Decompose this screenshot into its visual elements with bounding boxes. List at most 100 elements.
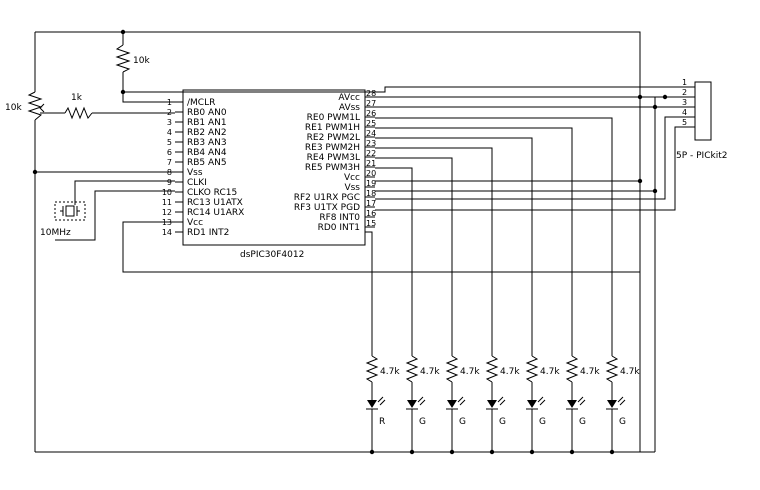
led-stage: 4.7kG bbox=[405, 352, 440, 455]
led-symbol bbox=[367, 400, 377, 408]
pot-label: 10k bbox=[5, 103, 22, 113]
chip-pin-number: 15 bbox=[366, 219, 376, 228]
led-resistor-label: 4.7k bbox=[420, 367, 440, 377]
chip-pin-number: 16 bbox=[366, 209, 376, 218]
chip-pin-label: RD1 INT2 bbox=[187, 228, 229, 238]
led-resistor-label: 4.7k bbox=[460, 367, 480, 377]
led-color-label: G bbox=[499, 417, 506, 427]
connector-pin-number: 5 bbox=[682, 118, 687, 127]
chip-pin-number: 27 bbox=[366, 99, 376, 108]
chip-pin-number: 6 bbox=[167, 148, 172, 157]
chip-pin-label: RD0 INT1 bbox=[318, 223, 360, 233]
led-resistor-label: 4.7k bbox=[580, 367, 600, 377]
chip-pin-label: RB2 AN2 bbox=[187, 128, 227, 138]
chip-pin-number: 24 bbox=[366, 129, 376, 138]
chip-pin-label: RF2 U1RX PGC bbox=[294, 193, 360, 203]
connector-pin-number: 3 bbox=[682, 98, 687, 107]
chip-pin-label: AVcc bbox=[338, 93, 360, 103]
chip-pin-number: 26 bbox=[366, 109, 376, 118]
chip-pin-label: Vss bbox=[187, 168, 203, 178]
wires bbox=[27, 31, 712, 453]
chip-pin-number: 14 bbox=[162, 228, 172, 237]
led-color-label: G bbox=[619, 417, 626, 427]
chip-pin-label: /MCLR bbox=[187, 98, 215, 108]
chip-pin-label: RE3 PWM2H bbox=[305, 143, 360, 153]
led-color-label: G bbox=[579, 417, 586, 427]
chip-pin-label: Vcc bbox=[344, 173, 360, 183]
led-color-label: G bbox=[459, 417, 466, 427]
series-resistor-label: 1k bbox=[71, 93, 83, 103]
chip-pin-label: RB5 AN5 bbox=[187, 158, 227, 168]
connector-pin-number: 2 bbox=[682, 88, 687, 97]
chip-pin-number: 25 bbox=[366, 119, 376, 128]
chip-pin-number: 7 bbox=[167, 158, 172, 167]
resistor-symbol bbox=[365, 355, 379, 383]
chip-pin-label: RB0 AN0 bbox=[187, 108, 227, 118]
led-resistor-label: 4.7k bbox=[620, 367, 640, 377]
resistor-symbol bbox=[525, 355, 539, 383]
chip-pin-label: RE4 PWM3L bbox=[307, 153, 360, 163]
chip-pin-number: 18 bbox=[366, 189, 376, 198]
led-symbol bbox=[407, 400, 417, 408]
chip-pin-label: RC14 U1ARX bbox=[187, 208, 244, 218]
led-stage: 4.7kR bbox=[365, 352, 400, 455]
chip-pin-label: CLKI bbox=[187, 178, 207, 188]
chip-pin-label: RE2 PWM2L bbox=[307, 133, 360, 143]
chip-pin-number: 3 bbox=[167, 118, 172, 127]
chip-pin-label: RE0 PWM1L bbox=[307, 113, 360, 123]
chip-pin-label: CLKO RC15 bbox=[187, 188, 237, 198]
chip-pin-number: 19 bbox=[366, 179, 376, 188]
chip-pin-number: 28 bbox=[366, 89, 376, 98]
led-resistor-label: 4.7k bbox=[540, 367, 560, 377]
connector-pin-number: 4 bbox=[682, 108, 687, 117]
chip-pin-number: 4 bbox=[167, 128, 172, 137]
chip-pin-label: Vcc bbox=[187, 218, 203, 228]
resistor-symbol bbox=[445, 355, 459, 383]
led-color-label: G bbox=[539, 417, 546, 427]
chip-right-pins: 28 AVcc 27 AVss 26 RE0 PWM1L 25 RE1 PWM1H 24 RE2 … bbox=[294, 89, 376, 233]
chip-pin-number: 9 bbox=[167, 178, 172, 187]
led-symbol bbox=[487, 400, 497, 408]
chip-pin-label: RE1 PWM1H bbox=[305, 123, 360, 133]
led-color-label: R bbox=[379, 417, 385, 427]
led-resistor-label: 4.7k bbox=[500, 367, 520, 377]
chip-pin-number: 17 bbox=[366, 199, 376, 208]
chip-pin-number: 23 bbox=[366, 139, 376, 148]
led-stage: 4.7kG bbox=[525, 352, 560, 455]
chip-pin-number: 5 bbox=[167, 138, 172, 147]
led-stage: 4.7kG bbox=[445, 352, 480, 455]
chip-pin-number: 11 bbox=[162, 198, 172, 207]
crystal-label: 10MHz bbox=[40, 228, 71, 238]
led-symbol bbox=[607, 400, 617, 408]
resistor-symbol bbox=[565, 355, 579, 383]
led-stage: 4.7kG bbox=[605, 352, 640, 455]
chip-pin-label: AVss bbox=[339, 103, 360, 113]
chip-pin-label: RF8 INT0 bbox=[319, 213, 360, 223]
junction-dots bbox=[32, 29, 668, 194]
pullup-resistor-label: 10k bbox=[133, 56, 150, 66]
chip-pin-number: 21 bbox=[366, 159, 376, 168]
chip-pin-number: 12 bbox=[162, 208, 172, 217]
led-stage: 4.7kG bbox=[565, 352, 600, 455]
chip-pin-number: 22 bbox=[366, 149, 376, 158]
chip-pin-number: 20 bbox=[366, 169, 376, 178]
led-color-label: G bbox=[419, 417, 426, 427]
chip-pin-label: RC13 U1ATX bbox=[187, 198, 243, 208]
chip-pin-label: Vss bbox=[344, 183, 360, 193]
connector-pin-number: 1 bbox=[682, 78, 687, 87]
led-stage: 4.7kG bbox=[485, 352, 520, 455]
led-symbol bbox=[567, 400, 577, 408]
connector-label: 5P - PICkit2 bbox=[676, 151, 727, 161]
chip-name: dsPIC30F4012 bbox=[240, 250, 304, 260]
led-symbol bbox=[447, 400, 457, 408]
chip-pin-label: RB3 AN3 bbox=[187, 138, 227, 148]
resistor-symbol bbox=[405, 355, 419, 383]
resistor-symbol bbox=[485, 355, 499, 383]
chip-pin-number: 10 bbox=[162, 188, 172, 197]
led-symbol bbox=[527, 400, 537, 408]
chip-pin-label: RB4 AN4 bbox=[187, 148, 227, 158]
